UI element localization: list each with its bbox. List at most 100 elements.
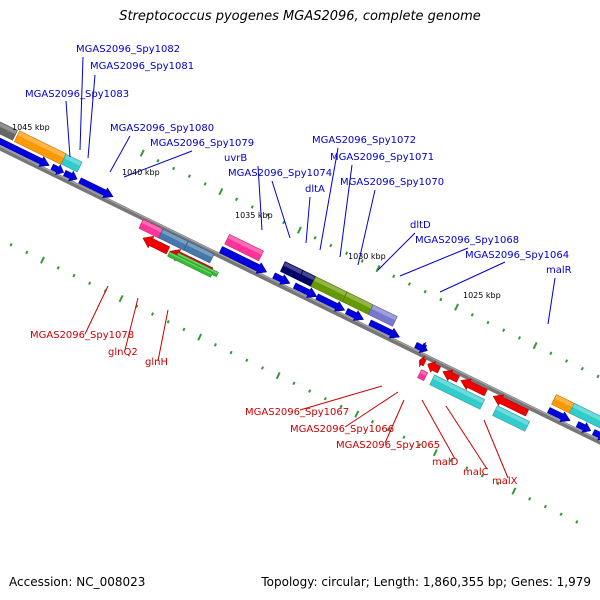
forward-gene-label: MGAS2096_Spy1080 bbox=[110, 123, 214, 134]
tick bbox=[56, 266, 60, 270]
gene-highlight bbox=[371, 305, 397, 321]
tick bbox=[203, 182, 207, 186]
reverse-gene-label: glnH bbox=[145, 357, 168, 368]
reverse-gene-label: MGAS2096_Spy1067 bbox=[245, 407, 349, 418]
tick bbox=[323, 396, 327, 401]
reverse-gene-label: malC bbox=[463, 467, 489, 478]
leader-line bbox=[305, 196, 311, 244]
forward-gene-label: MGAS2096_Spy1064 bbox=[465, 250, 569, 261]
leader-line bbox=[109, 135, 131, 173]
leader-line bbox=[399, 247, 469, 277]
gene-highlight bbox=[420, 370, 428, 376]
gene-blue-feature bbox=[344, 308, 365, 321]
accession-text: Accession: NC_008023 bbox=[9, 575, 146, 589]
gene-blue-feature bbox=[292, 282, 318, 298]
backbone-line bbox=[0, 145, 600, 445]
leader-line bbox=[439, 261, 506, 293]
tick bbox=[234, 197, 239, 202]
gene-blue-feature bbox=[78, 177, 114, 198]
tick bbox=[275, 372, 281, 380]
tick bbox=[150, 312, 155, 316]
tick bbox=[575, 520, 579, 524]
tick bbox=[496, 481, 500, 486]
leader-line bbox=[339, 164, 353, 258]
reverse-gene-label: glnQ2 bbox=[108, 347, 138, 358]
forward-gene-label: MGAS2096_Spy1070 bbox=[340, 177, 444, 188]
gene-highlight bbox=[228, 234, 263, 255]
tick bbox=[172, 166, 176, 171]
leader-line bbox=[384, 399, 405, 444]
tick bbox=[229, 350, 233, 355]
gene-blue-feature bbox=[272, 272, 291, 285]
tick bbox=[139, 149, 145, 157]
gene-red-feature bbox=[460, 378, 488, 397]
forward-gene-label: MGAS2096_Spy1068 bbox=[415, 235, 519, 246]
gene-highlight bbox=[572, 403, 600, 421]
tick bbox=[245, 358, 249, 363]
reverse-gene-label: malD bbox=[432, 457, 459, 468]
gene-highlight bbox=[554, 395, 578, 409]
gene-blue-feature bbox=[421, 342, 428, 352]
tick bbox=[118, 295, 124, 303]
tick bbox=[344, 251, 349, 256]
gene-red-feature bbox=[442, 369, 460, 383]
leader-line bbox=[79, 56, 84, 151]
gene-red-feature bbox=[427, 361, 442, 374]
tick bbox=[218, 188, 224, 196]
leader-line bbox=[377, 232, 416, 271]
gene-highlight bbox=[161, 229, 188, 245]
gene-highlight bbox=[17, 131, 66, 158]
leader-line bbox=[257, 165, 263, 231]
tick bbox=[532, 342, 538, 350]
tick bbox=[596, 374, 600, 379]
genome-backbone bbox=[0, 145, 600, 445]
leader-line bbox=[299, 385, 383, 411]
forward-gene-label: MGAS2096_Spy1072 bbox=[312, 135, 416, 146]
leader-line bbox=[65, 100, 71, 158]
tick bbox=[360, 259, 364, 263]
map-title: Streptococcus pyogenes MGAS2096, complet… bbox=[119, 9, 481, 24]
gene-blue-feature bbox=[218, 246, 268, 274]
tick bbox=[543, 504, 547, 509]
tick bbox=[517, 336, 521, 340]
leader-line bbox=[344, 391, 399, 428]
gene-highlight bbox=[141, 220, 163, 233]
tick bbox=[339, 404, 343, 409]
leader-line bbox=[445, 405, 488, 470]
gene-highlight bbox=[169, 252, 213, 275]
tick bbox=[40, 256, 45, 264]
scale-label: 1040 kbp bbox=[122, 168, 160, 177]
gene-highlight bbox=[64, 154, 82, 166]
leader-line bbox=[357, 189, 376, 266]
gene-blue-feature bbox=[546, 407, 571, 422]
leader-line bbox=[547, 277, 556, 325]
tick bbox=[432, 449, 438, 457]
gene-highlight bbox=[345, 292, 373, 309]
tick bbox=[449, 458, 453, 463]
tick bbox=[296, 226, 302, 234]
scale-label: 1045 kbp bbox=[12, 123, 50, 132]
scale-label: 1035 kbp bbox=[235, 211, 273, 220]
tick bbox=[166, 319, 170, 324]
tick bbox=[502, 328, 506, 333]
gene-highlight bbox=[177, 253, 218, 274]
tick bbox=[197, 333, 203, 341]
forward-gene-label: dltA bbox=[305, 184, 325, 195]
forward-gene-label: dltD bbox=[410, 220, 431, 231]
gene-red-feature bbox=[492, 394, 530, 417]
tick bbox=[386, 427, 390, 432]
backbone-highlight bbox=[0, 145, 600, 441]
tick bbox=[423, 289, 427, 294]
reverse-gene-label: malX bbox=[492, 476, 518, 487]
gene-red-feature bbox=[419, 355, 427, 368]
gene-features bbox=[0, 121, 600, 441]
tick bbox=[182, 327, 186, 332]
forward-gene-label: MGAS2096_Spy1071 bbox=[330, 152, 434, 163]
gene-highlight bbox=[433, 375, 485, 404]
forward-gene-label: MGAS2096_Spy1081 bbox=[90, 61, 194, 72]
gene-blue-feature bbox=[50, 163, 65, 175]
tick bbox=[370, 420, 375, 424]
gene-blue-feature bbox=[315, 293, 346, 312]
tick bbox=[292, 381, 296, 386]
gene-highlight bbox=[301, 271, 315, 281]
